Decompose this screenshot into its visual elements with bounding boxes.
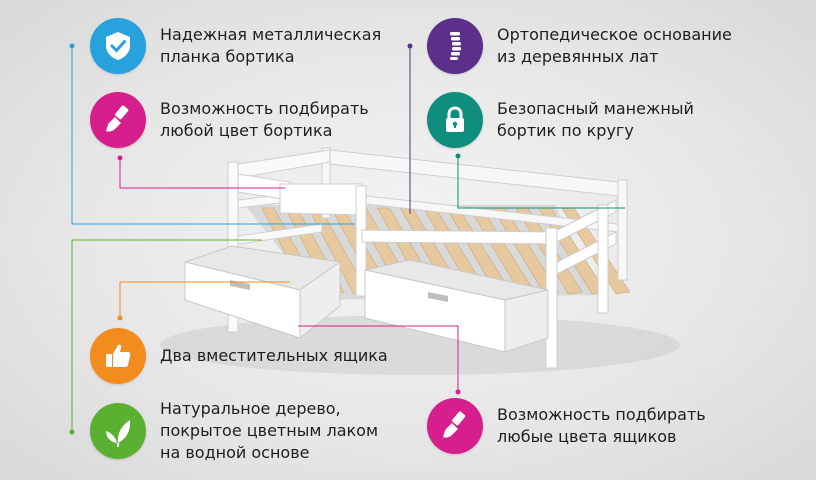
feature-ortho-base: Ортопедическое основание из деревянных л… bbox=[427, 18, 732, 74]
leaf-icon bbox=[90, 403, 146, 459]
callout-lines bbox=[69, 43, 625, 435]
feature-label: Надежная металлическая планка бортика bbox=[160, 25, 382, 66]
feature-side-color: Возможность подбирать любой цвет бортика bbox=[90, 92, 369, 148]
back-rail bbox=[321, 147, 628, 281]
feature-label: Возможность подбирать любые цвета ящиков bbox=[497, 405, 706, 446]
feature-label: Ортопедическое основание из деревянных л… bbox=[497, 25, 732, 66]
feature-label: Натуральное дерево, покрытое цветным лак… bbox=[160, 399, 379, 462]
padlock-icon bbox=[427, 92, 483, 148]
drawer-right bbox=[364, 259, 549, 353]
drawer-left bbox=[183, 245, 342, 340]
paint-brush-icon bbox=[427, 398, 483, 454]
feature-label: Возможность подбирать любой цвет бортика bbox=[160, 99, 369, 140]
paint-brush-icon bbox=[90, 92, 146, 148]
thumbs-up-icon bbox=[90, 328, 146, 384]
feature-natural-wood: Натуральное дерево, покрытое цветным лак… bbox=[90, 398, 378, 464]
front-rail bbox=[237, 173, 617, 369]
feature-safe-rail: Безопасный манежный бортик по кругу bbox=[427, 92, 694, 148]
feature-drawer-color: Возможность подбирать любые цвета ящиков bbox=[427, 398, 706, 454]
feature-metal-plank: Надежная металлическая планка бортика bbox=[90, 18, 381, 74]
feature-label: Безопасный манежный бортик по кругу bbox=[497, 99, 694, 140]
shield-check-icon bbox=[90, 18, 146, 74]
spine-icon bbox=[427, 18, 483, 74]
feature-drawers: Два вместительных ящика bbox=[90, 328, 388, 384]
feature-label: Два вместительных ящика bbox=[160, 346, 388, 365]
